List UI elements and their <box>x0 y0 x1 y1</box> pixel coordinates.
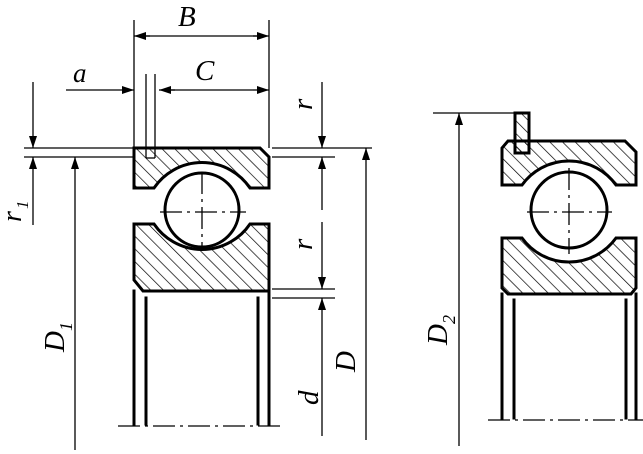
label-D1-sub: 1 <box>56 322 76 331</box>
label-a: a <box>73 58 87 88</box>
label-D: D <box>330 351 362 373</box>
label-D1: D 1 <box>39 322 76 353</box>
right-inner-ring <box>500 236 638 296</box>
left-bearing <box>118 74 285 427</box>
dim-r-mid: r <box>287 222 326 356</box>
label-r1-base: r <box>0 211 28 222</box>
right-outer-ring <box>500 139 638 187</box>
left-inner-ring <box>132 222 271 293</box>
left-outer-ring <box>132 146 271 190</box>
right-bearing <box>488 111 643 421</box>
label-d: d <box>293 390 325 405</box>
label-r-top: r <box>287 98 319 110</box>
label-B: B <box>178 1 196 33</box>
label-C: C <box>195 55 215 87</box>
dim-a: a <box>66 58 134 94</box>
label-D2-base: D <box>422 324 454 346</box>
dim-D1: D 1 <box>39 157 79 450</box>
label-r-mid: r <box>287 238 319 250</box>
dim-D: D <box>330 148 370 440</box>
label-D2: D 2 <box>422 315 459 346</box>
dim-r-top: r <box>287 82 326 210</box>
dim-d: d <box>293 356 325 436</box>
dim-C: C <box>159 55 269 94</box>
label-r1-sub: 1 <box>13 201 32 210</box>
dim-D2: D 2 <box>422 112 515 446</box>
label-D1-base: D <box>39 331 71 353</box>
label-r1: r 1 <box>0 201 32 223</box>
label-D2-sub: 2 <box>439 315 459 324</box>
dim-r1: r 1 <box>0 82 37 225</box>
dim-B: B <box>134 1 269 40</box>
